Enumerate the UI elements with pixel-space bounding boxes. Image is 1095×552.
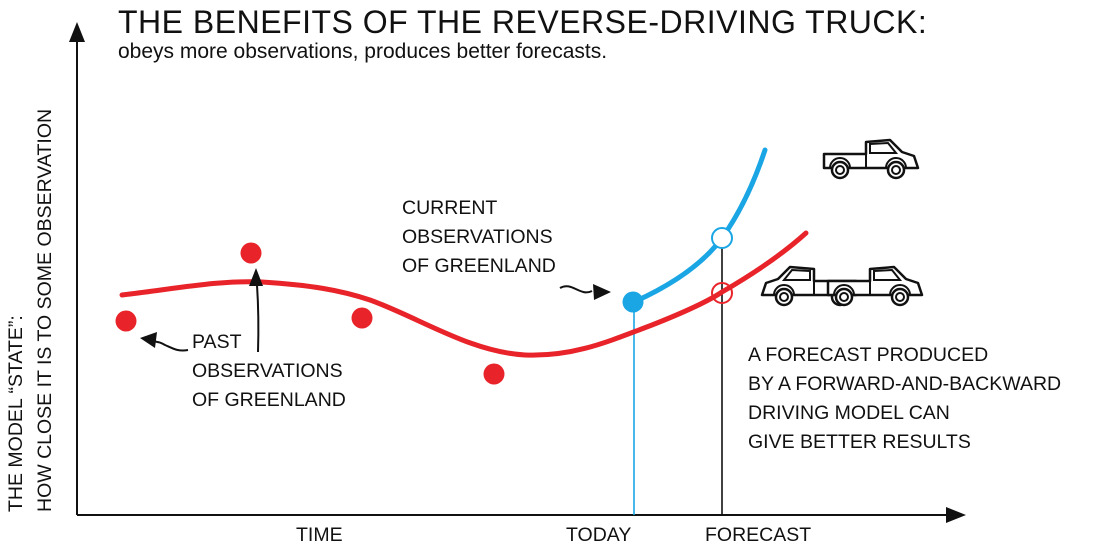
annotation-line: DRIVING MODEL CAN: [748, 402, 950, 424]
current-observation-dot: [622, 291, 644, 313]
y-axis-arrowhead: [69, 22, 85, 42]
forward-forecast-point: [711, 227, 733, 249]
past-obs-arrow-left: [151, 340, 189, 352]
current-observations-label: CURRENT OBSERVATIONS OF GREENLAND: [402, 194, 556, 281]
arrowhead: [593, 284, 611, 300]
annotation-line: CURRENT: [402, 197, 498, 219]
past-observation-dot: [483, 363, 505, 385]
annotation-line: OBSERVATIONS: [192, 360, 343, 382]
combined-forecast-point: [711, 282, 733, 304]
arrowhead: [140, 332, 157, 348]
annotation-line: OBSERVATIONS: [402, 226, 553, 248]
past-observations-label: PAST OBSERVATIONS OF GREENLAND: [192, 328, 346, 415]
x-label-time: TIME: [296, 524, 343, 546]
annotation-line: OF GREENLAND: [192, 389, 346, 411]
figure-subtitle: obeys more observations, produces better…: [118, 40, 608, 63]
model-trajectory-curve: [119, 230, 809, 358]
forecast-note: A FORECAST PRODUCED BY A FORWARD-AND-BAC…: [748, 341, 1061, 457]
truck-icon-forward-and-backward: [826, 265, 924, 307]
y-axis-label: THE MODEL “STATE”: HOW CLOSE IT IS TO SO…: [2, 109, 60, 512]
past-obs-arrow-up: [256, 284, 260, 353]
figure-title: THE BENEFITS OF THE REVERSE-DRIVING TRUC…: [118, 4, 928, 40]
truck-icon-forward: [822, 138, 920, 180]
current-obs-arrow: [559, 285, 593, 294]
annotation-line: OF GREENLAND: [402, 255, 556, 277]
x-label-today: TODAY: [566, 524, 632, 546]
y-axis-label-line2: HOW CLOSE IT IS TO SOME OBSERVATION: [34, 108, 56, 512]
annotation-line: BY A FORWARD-AND-BACKWARD: [748, 373, 1062, 395]
past-observation-dot: [351, 307, 373, 329]
past-observation-dot: [115, 310, 137, 332]
x-label-forecast: FORECAST: [705, 524, 812, 546]
past-observation-dot: [240, 242, 262, 264]
annotation-line: GIVE BETTER RESULTS: [748, 431, 971, 453]
arrowhead: [249, 268, 263, 286]
annotation-line: A FORECAST PRODUCED: [748, 344, 989, 366]
x-axis-arrowhead: [946, 507, 966, 523]
annotation-line: PAST: [192, 331, 242, 353]
y-axis-label-line1: THE MODEL “STATE”:: [5, 315, 27, 512]
